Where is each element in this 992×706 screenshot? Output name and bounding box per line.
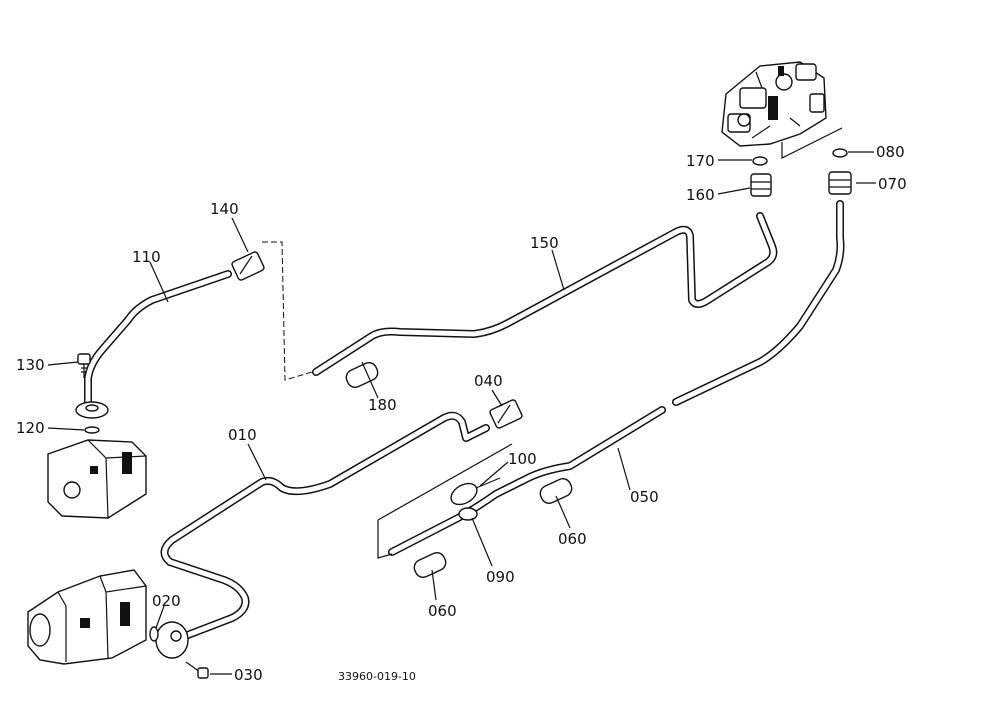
control-valve	[721, 61, 827, 147]
pipe-010	[160, 411, 490, 642]
leader-120	[47, 427, 85, 431]
flange-110	[75, 401, 109, 419]
o-ring-120	[84, 426, 100, 434]
leader-040	[491, 389, 503, 407]
clamp-100-090	[450, 477, 501, 521]
label-100: 100	[508, 450, 537, 468]
drawing-code: 33960-019-10	[338, 670, 416, 683]
lower-pump	[27, 569, 147, 665]
flange-010	[155, 621, 189, 659]
adaptor-160	[750, 173, 772, 197]
sleeve-060-lower	[413, 552, 447, 578]
leader-060-upper	[555, 495, 571, 529]
bracket-line-upper	[377, 443, 513, 521]
label-050: 050	[630, 488, 659, 506]
o-ring-020	[149, 626, 159, 642]
leader-020	[155, 605, 165, 629]
label-090: 090	[486, 568, 515, 586]
sleeve-060-upper	[539, 478, 573, 504]
leader-160	[717, 187, 751, 195]
label-040: 040	[474, 372, 503, 390]
leader-130	[47, 361, 79, 366]
bracket-line-lower	[377, 520, 393, 559]
label-030: 030	[234, 666, 263, 684]
o-ring-170	[752, 156, 768, 166]
upper-pump	[47, 439, 147, 519]
pipe-070-line	[672, 200, 845, 406]
nut-040	[489, 399, 523, 429]
label-160: 160	[686, 186, 715, 204]
label-170: 170	[686, 152, 715, 170]
label-130: 130	[16, 356, 45, 374]
pipe-150	[312, 212, 778, 376]
leader-100	[479, 461, 509, 487]
bolt-030	[185, 661, 209, 679]
label-120: 120	[16, 419, 45, 437]
label-060-upper: 060	[558, 530, 587, 548]
leader-150	[551, 249, 565, 291]
leader-110	[149, 261, 169, 303]
label-060-lower: 060	[428, 602, 457, 620]
label-010: 010	[228, 426, 257, 444]
dashed-line-140	[262, 241, 313, 381]
leader-140	[231, 217, 249, 253]
leader-180	[361, 361, 379, 399]
label-180: 180	[368, 396, 397, 414]
leader-090	[471, 517, 493, 567]
label-110: 110	[132, 248, 161, 266]
pipe-050	[388, 406, 666, 556]
leader-010	[247, 443, 267, 481]
label-070: 070	[878, 175, 907, 193]
label-150: 150	[530, 234, 559, 252]
label-140: 140	[210, 200, 239, 218]
leader-050	[617, 447, 631, 491]
o-ring-080	[832, 148, 848, 158]
bolt-130	[77, 353, 91, 378]
sleeve-180	[345, 362, 379, 388]
label-080: 080	[876, 143, 905, 161]
pipe-110	[84, 270, 232, 406]
leader-060-lower	[431, 569, 437, 601]
adaptor-070	[828, 171, 852, 195]
label-020: 020	[152, 592, 181, 610]
nut-140	[231, 251, 265, 281]
bracket-line-valve	[781, 127, 843, 159]
